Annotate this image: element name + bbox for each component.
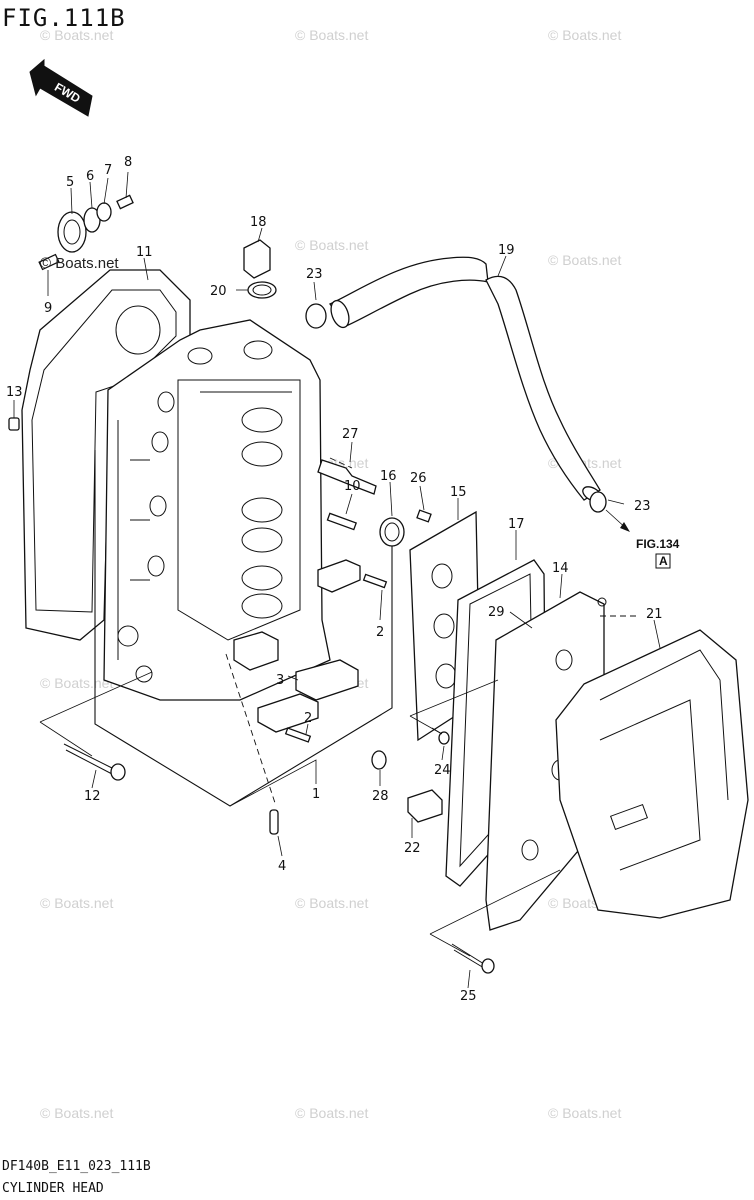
part-cover-21 <box>555 629 749 919</box>
callout-23-top: 23 <box>306 267 323 282</box>
part-cylinder-head <box>103 319 331 701</box>
part-oil-cap <box>243 239 277 299</box>
part-bolt-24 <box>431 727 450 745</box>
part-cap-assembly: © Boats.net <box>38 194 134 272</box>
watermark: © Boats.net <box>40 1105 113 1121</box>
figure-title: FIG.111B <box>2 4 126 32</box>
callout-8: 8 <box>124 155 132 170</box>
callout-13: 13 <box>6 385 23 400</box>
callout-19: 19 <box>498 243 515 258</box>
watermark: © Boats.net <box>295 895 368 911</box>
part-bracket-22 <box>407 789 443 823</box>
callout-24: 24 <box>434 763 451 778</box>
callout-6: 6 <box>86 169 94 184</box>
callout-1: 1 <box>312 787 320 802</box>
watermark: © Boats.net <box>295 27 368 43</box>
callout-4: 4 <box>278 859 286 874</box>
callout-29: 29 <box>488 605 505 620</box>
watermark: © Boats.net <box>40 895 113 911</box>
part-bolt-12 <box>63 743 126 781</box>
callout-25: 25 <box>460 989 477 1004</box>
callout-17: 17 <box>508 517 525 532</box>
callout-18: 18 <box>250 215 267 230</box>
callout-12: 12 <box>84 789 101 804</box>
part-cover-14 <box>485 591 607 931</box>
callout-5: 5 <box>66 175 74 190</box>
callout-16: 16 <box>380 469 397 484</box>
callout-11: 11 <box>136 245 153 260</box>
callout-2-upper: 2 <box>376 625 384 640</box>
part-hose <box>305 256 607 513</box>
watermark: © Boats.net <box>548 1105 621 1121</box>
watermark: © Boats.net <box>40 27 113 43</box>
callout-10: 10 <box>344 479 361 494</box>
callout-27: 27 <box>342 427 359 442</box>
watermark: © Boats.net <box>295 237 368 253</box>
part-dowel-4 <box>269 809 279 835</box>
callout-7: 7 <box>104 163 112 178</box>
callouts: 5 6 7 8 9 11 13 18 20 23 19 23 27 10 16 … <box>6 155 663 1004</box>
assembly-lines <box>225 457 640 807</box>
forward-arrow-icon: FWD <box>29 58 93 117</box>
callout-23-bottom: 23 <box>634 499 651 514</box>
part-sensor-group <box>317 459 432 547</box>
part-bolt-25 <box>451 943 495 974</box>
watermark: © Boats.net <box>295 1105 368 1121</box>
figure-caption: CYLINDER HEAD <box>2 1181 104 1196</box>
callout-22: 22 <box>404 841 421 856</box>
reference-figure-label: FIG.134 <box>636 537 680 551</box>
figure-reference: FIG.134 A <box>605 509 680 569</box>
reference-box <box>655 553 671 569</box>
part-nut-28 <box>371 750 387 770</box>
watermark: © Boats.net <box>548 27 621 43</box>
callout-20: 20 <box>210 284 227 299</box>
drawing-code: DF140B_E11_023_111B <box>2 1159 151 1174</box>
callout-2-lower: 2 <box>304 711 312 726</box>
part-plug-13 <box>8 417 20 431</box>
callout-14: 14 <box>552 561 569 576</box>
leader-lines <box>13 171 661 989</box>
part-bearing-caps <box>233 559 388 743</box>
watermark: © Boats.net <box>40 675 113 691</box>
callout-15: 15 <box>450 485 467 500</box>
reference-box-label: A <box>659 554 668 568</box>
callout-21: 21 <box>646 607 663 622</box>
callout-3: 3 <box>276 673 284 688</box>
callout-9: 9 <box>44 301 52 316</box>
callout-28: 28 <box>372 789 389 804</box>
watermark-dark: © Boats.net <box>40 255 119 272</box>
watermark: © Boats.net <box>548 252 621 268</box>
callout-26: 26 <box>410 471 427 486</box>
